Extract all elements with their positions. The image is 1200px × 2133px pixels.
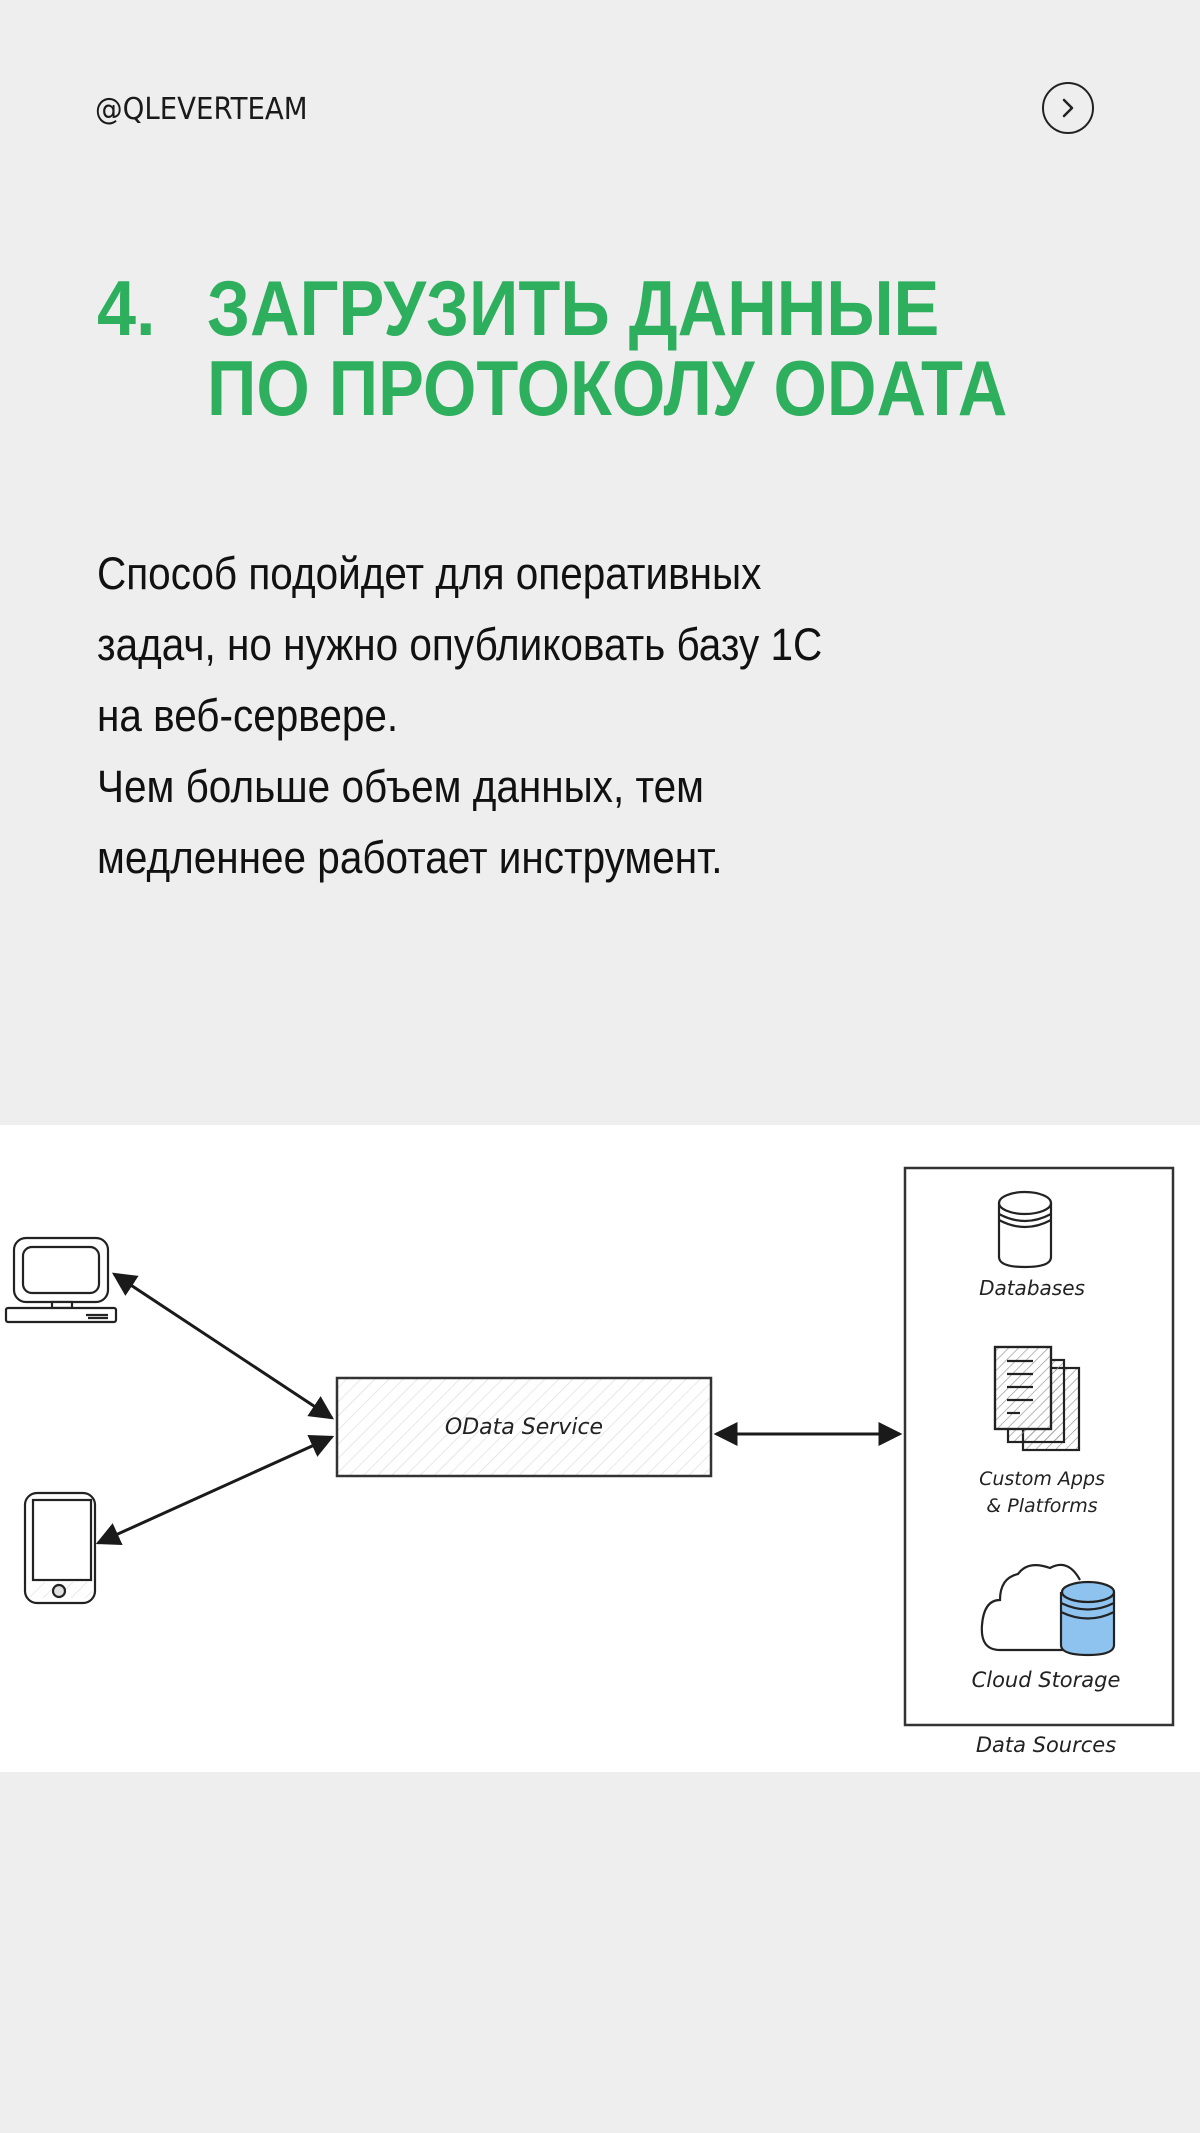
smartphone-icon [23,1491,97,1605]
cloud-storage-label: Cloud Storage [972,1668,1121,1692]
title-number: 4. [97,264,156,352]
description-line: на веб-сервере. [97,690,399,741]
database-icon [997,1190,1053,1269]
custom-apps-label: Custom Apps [979,1468,1105,1490]
odata-service-label: OData Service [445,1415,603,1440]
databases-label: Databases [979,1276,1085,1300]
platforms-label: & Platforms [986,1495,1097,1517]
description-line: Чем больше объем данных, тем [97,761,704,812]
odata-service-box: OData Service [335,1376,713,1478]
title-line-2: ПО ПРОТОКОЛУ ODATA [207,344,1008,432]
odata-architecture-diagram: OData Service Databases [0,1125,1200,1772]
computer-icon [4,1236,118,1324]
computer-service-connector [111,1272,335,1420]
next-slide-button[interactable] [1042,82,1094,134]
description-line: Способ подойдет для оперативных [97,548,762,599]
account-handle: @QLEVERTEAM [95,92,308,127]
description-line: медленнее работает инструмент. [97,832,723,883]
data-sources-label: Data Sources [976,1733,1116,1757]
title-line-1: ЗАГРУЗИТЬ ДАННЫЕ [207,264,940,352]
cloud-database-icon [980,1563,1116,1657]
description: Способ подойдет для оперативных задач, н… [97,538,997,893]
data-sources-group: Databases Custom Apps & Platforms [903,1166,1175,1727]
description-line: задач, но нужно опубликовать базу 1С [97,619,823,670]
documents-icon [993,1345,1081,1452]
chevron-right-icon [1062,98,1074,118]
phone-service-connector [95,1434,335,1546]
